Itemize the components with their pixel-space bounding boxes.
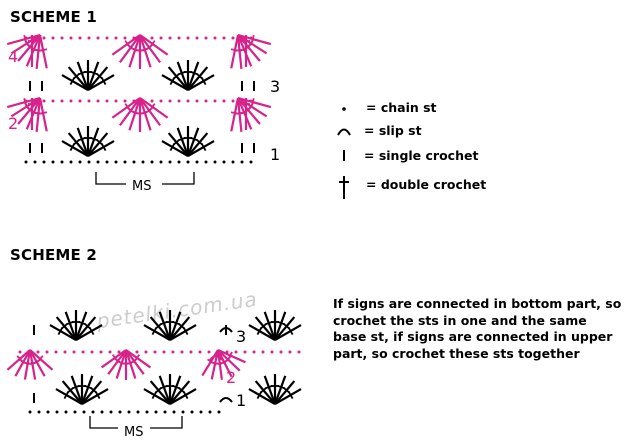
scheme1-row-3-label: 3	[270, 77, 280, 96]
scheme1-row-4-label: 4	[8, 47, 18, 66]
scheme2-row-1-label: 1	[236, 391, 246, 410]
shell-fan	[143, 310, 197, 341]
cluster-fan	[230, 33, 272, 69]
chain-st-symbol	[342, 107, 346, 111]
scheme2-ms-label: MS	[124, 425, 143, 440]
legend-double-crochet-label: = double crochet	[366, 177, 487, 192]
cluster-fan	[111, 34, 169, 69]
slip-st	[219, 397, 233, 403]
scheme1-title: SCHEME 1	[10, 8, 98, 26]
cluster-fan	[6, 96, 48, 132]
cluster-fan	[100, 349, 152, 380]
shell-fan	[55, 374, 109, 405]
double-crochet	[242, 35, 250, 67]
scheme1-ms-label: MS	[132, 179, 151, 194]
slip-st-symbol	[337, 128, 351, 136]
legend-chain-st-label: = chain st	[366, 100, 437, 115]
shell-fan	[61, 60, 115, 91]
double-crochet	[28, 98, 36, 130]
scheme1-row-2-label: 2	[8, 114, 18, 133]
cluster-fan	[6, 33, 48, 69]
slip-st	[219, 327, 233, 333]
joining-note: If signs are connected in bottom part, s…	[333, 296, 622, 361]
legend-slip-st-label: = slip st	[364, 123, 422, 138]
shell-fan	[61, 126, 115, 157]
cluster-fan	[230, 96, 272, 132]
chain-row	[28, 410, 221, 414]
scheme2-diagram	[6, 310, 302, 414]
double-crochet	[28, 35, 36, 67]
chain-row	[24, 160, 253, 164]
shell-fan	[161, 60, 215, 91]
legend-single-crochet-label: = single crochet	[364, 148, 479, 163]
cluster-fan	[6, 349, 54, 380]
shell-fan	[49, 310, 103, 341]
scheme2-row-2-label: 2	[226, 368, 236, 387]
shell-fan	[248, 310, 302, 341]
chain-row	[18, 350, 301, 354]
scheme1-diagram	[6, 33, 272, 164]
cluster-fan	[201, 348, 246, 380]
shell-fan	[143, 374, 197, 405]
double-crochet-symbol	[339, 176, 349, 199]
scheme2-title: SCHEME 2	[10, 246, 98, 264]
shell-fan	[248, 374, 302, 405]
scheme2-row-3-label: 3	[236, 327, 246, 346]
scheme2-ms-bracket	[89, 416, 183, 429]
slip-st	[209, 355, 223, 361]
scheme1-ms-bracket	[95, 172, 195, 185]
shell-fan	[161, 126, 215, 157]
double-crochet	[242, 98, 250, 130]
scheme1-row-1-label: 1	[270, 145, 280, 164]
cluster-fan	[111, 97, 169, 132]
